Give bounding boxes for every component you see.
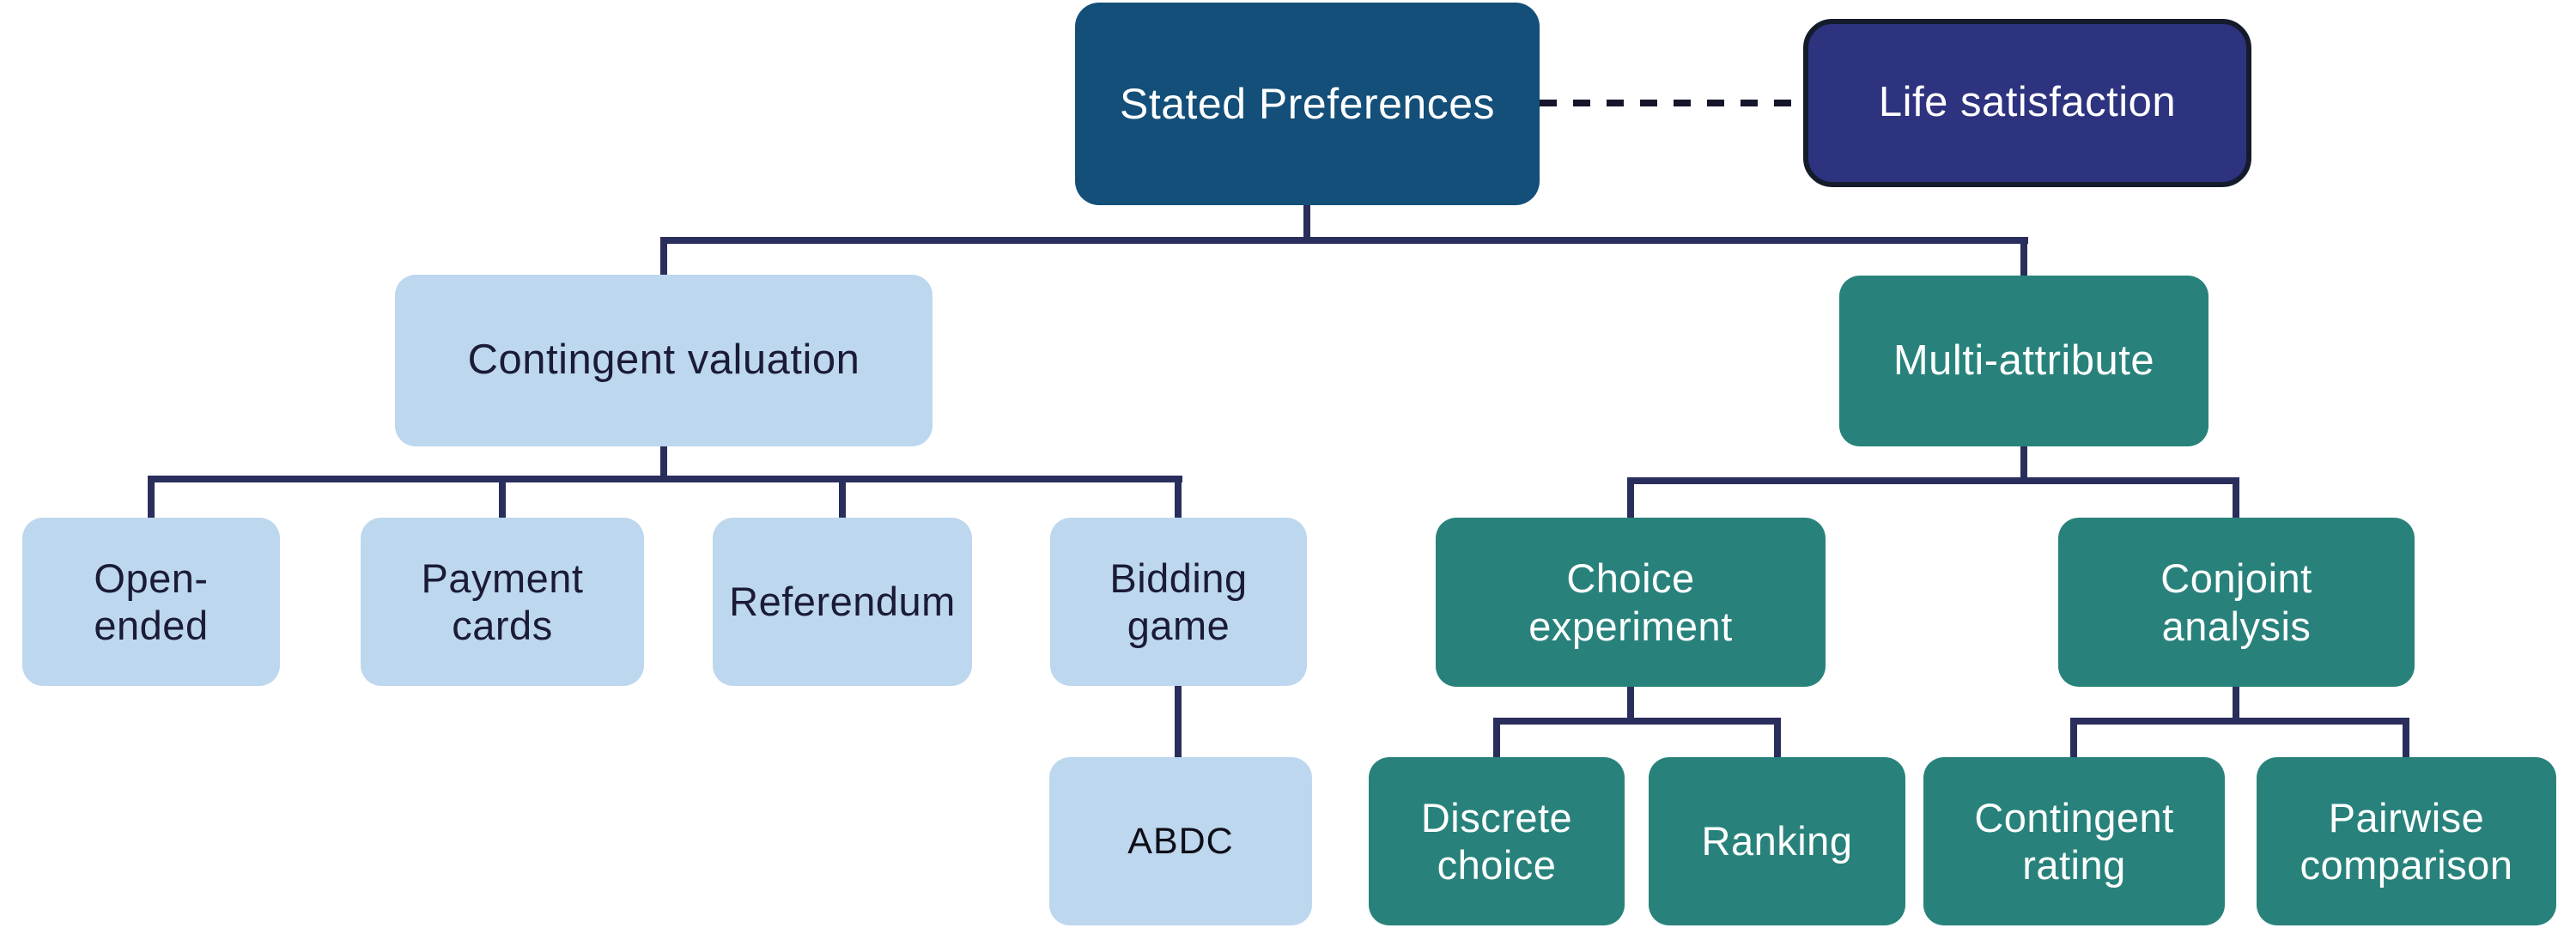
node-discrete-choice-label: Discrete choice: [1420, 794, 1573, 888]
connector-to-choice-experiment: [1627, 477, 1634, 520]
node-pairwise-comparison-label: Pairwise comparison: [2300, 794, 2513, 888]
node-ranking-label: Ranking: [1701, 818, 1853, 864]
node-abdc-label: ABDC: [1127, 820, 1234, 862]
node-pairwise-comparison: Pairwise comparison: [2257, 757, 2556, 925]
node-payment-cards-label: Payment cards: [421, 555, 584, 648]
node-referendum: Referendum: [713, 518, 972, 686]
node-contingent-rating: Contingent rating: [1923, 757, 2225, 925]
node-payment-cards: Payment cards: [361, 518, 644, 686]
node-referendum-label: Referendum: [729, 579, 956, 625]
connector-to-contingent-valuation: [660, 237, 667, 278]
connector-to-conjoint-analysis: [2233, 477, 2239, 520]
node-contingent-rating-label: Contingent rating: [1974, 794, 2174, 888]
node-discrete-choice: Discrete choice: [1369, 757, 1625, 925]
node-life-satisfaction: Life satisfaction: [1803, 19, 2251, 187]
node-bidding-game: Bidding game: [1050, 518, 1307, 686]
connector-bidding-to-abdc: [1175, 684, 1182, 760]
node-ranking: Ranking: [1649, 757, 1905, 925]
connector-level2-horizontal: [661, 237, 2028, 244]
connector-ce-children-horizontal: [1493, 718, 1781, 725]
connector-to-multi-attribute: [2020, 237, 2027, 279]
connector-to-discrete-choice: [1493, 718, 1500, 760]
connector-to-open-ended: [148, 476, 155, 520]
node-open-ended: Open- ended: [22, 518, 280, 686]
node-multi-attribute-label: Multi-attribute: [1893, 337, 2155, 384]
node-stated-preferences-label: Stated Preferences: [1119, 79, 1496, 128]
node-multi-attribute: Multi-attribute: [1839, 276, 2208, 446]
node-open-ended-label: Open- ended: [94, 555, 209, 648]
connector-ma-children-horizontal: [1627, 477, 2239, 484]
node-choice-experiment: Choice experiment: [1436, 518, 1826, 687]
connector-to-payment-cards: [499, 476, 506, 520]
node-bidding-game-label: Bidding game: [1109, 555, 1248, 648]
connector-to-ranking: [1774, 718, 1781, 760]
connector-to-bidding-game: [1175, 476, 1182, 520]
node-abdc: ABDC: [1049, 757, 1312, 925]
node-conjoint-analysis: Conjoint analysis: [2058, 518, 2415, 687]
connector-dashed-stated-life: [1540, 100, 1803, 106]
connector-to-contingent-rating: [2070, 718, 2077, 760]
connector-stated-down: [1303, 205, 1310, 244]
node-choice-experiment-label: Choice experiment: [1528, 555, 1733, 649]
node-contingent-valuation-label: Contingent valuation: [467, 337, 860, 384]
connector-cv-children-horizontal: [148, 476, 1182, 482]
node-conjoint-analysis-label: Conjoint analysis: [2160, 555, 2312, 649]
connector-conjoint-down: [2233, 684, 2239, 723]
connector-ca-children-horizontal: [2070, 718, 2409, 725]
connector-to-referendum: [839, 476, 846, 520]
connector-to-pairwise-comparison: [2403, 718, 2409, 760]
node-contingent-valuation: Contingent valuation: [395, 275, 933, 446]
connector-choice-experiment-down: [1627, 684, 1634, 723]
connector-multi-attribute-down: [2020, 445, 2027, 482]
node-life-satisfaction-label: Life satisfaction: [1878, 79, 2177, 126]
connector-contingent-valuation-down: [660, 445, 667, 482]
node-stated-preferences: Stated Preferences: [1075, 3, 1540, 205]
